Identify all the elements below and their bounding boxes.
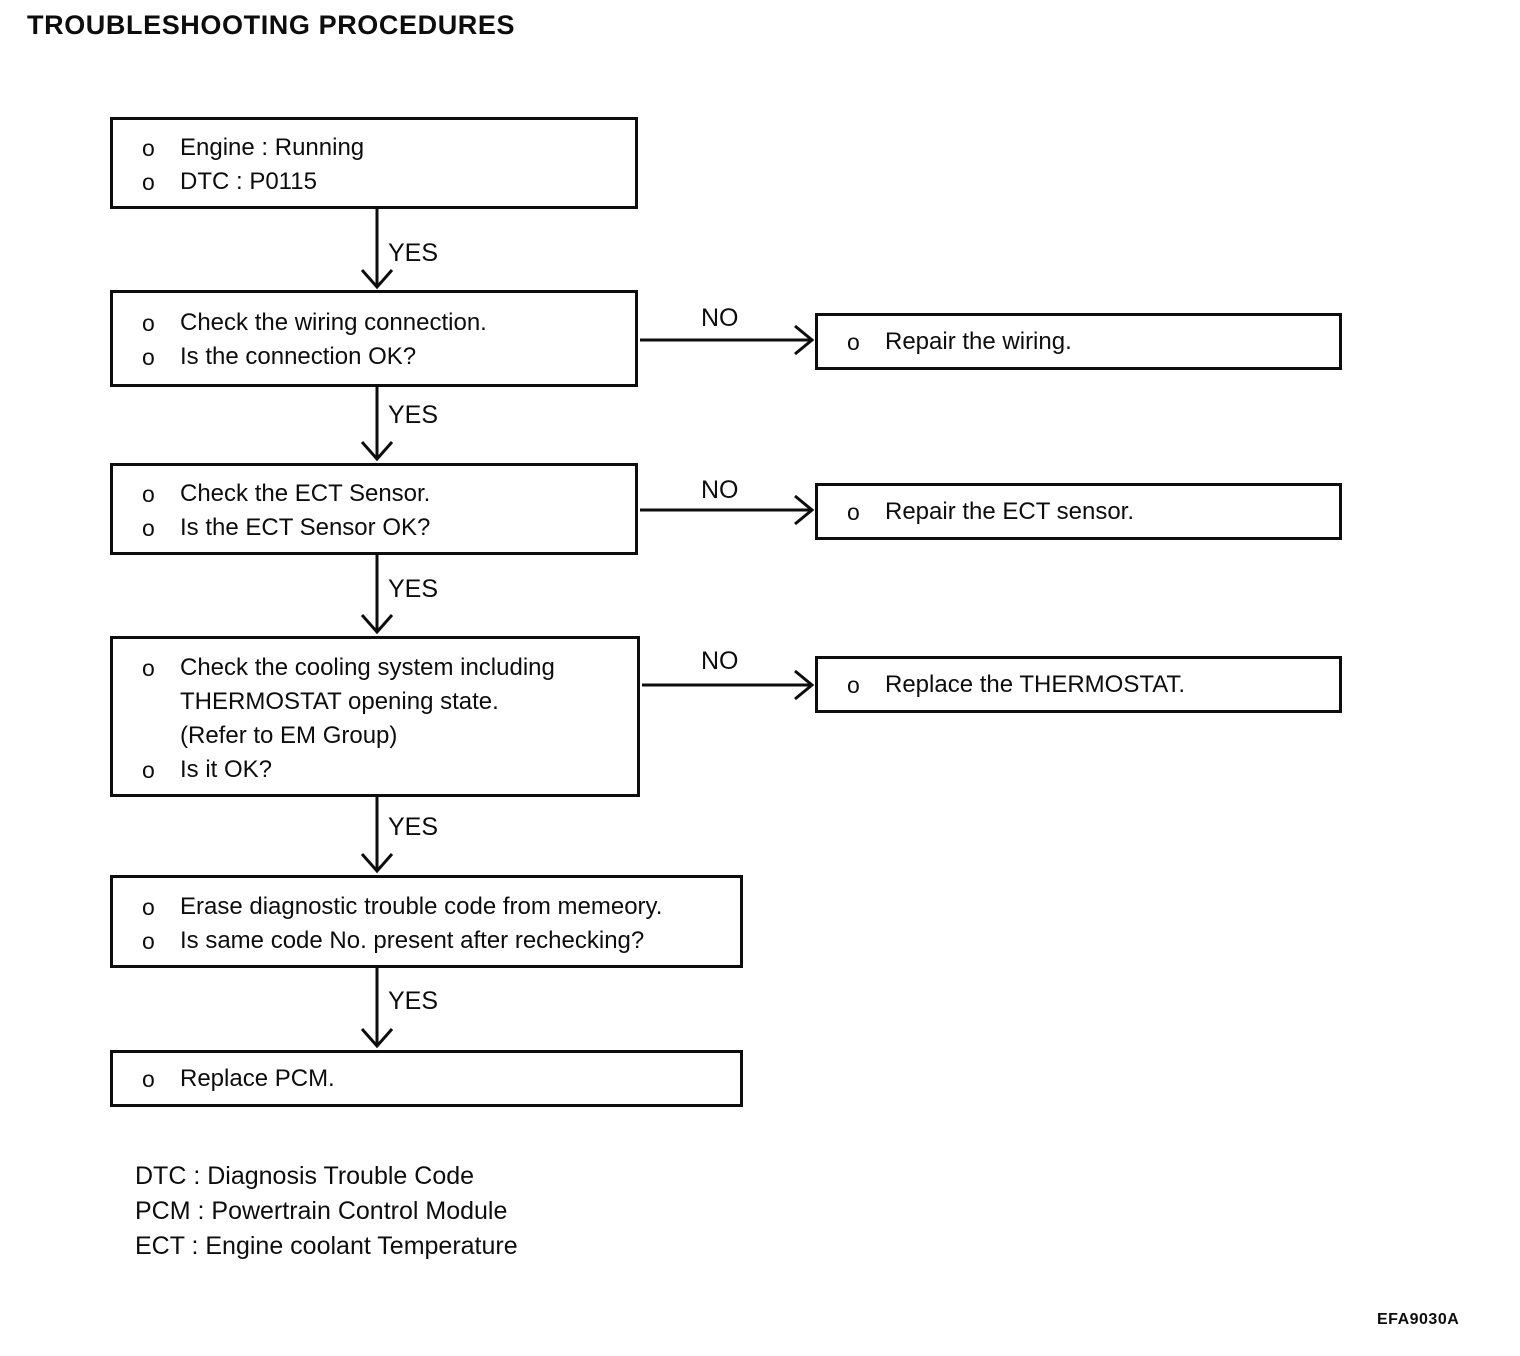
- flow-box-check-cooling: o Check the cooling system including THE…: [110, 636, 640, 797]
- repair-wiring-line: Repair the wiring.: [885, 327, 1072, 355]
- bullet-line: o Is the ECT Sensor OK?: [113, 511, 635, 545]
- bullet-line: o Engine : Running: [113, 131, 635, 165]
- arrow-no-3-head: [794, 669, 815, 701]
- bullet-marker: o: [142, 481, 155, 507]
- flow-box-start: o Engine : Running o DTC : P0115: [110, 117, 638, 209]
- abbreviation-legend: DTC : Diagnosis Trouble Code PCM : Power…: [135, 1159, 518, 1264]
- legend-item-dtc: DTC : Diagnosis Trouble Code: [135, 1162, 475, 1190]
- check-wiring-line-1: Check the wiring connection.: [180, 309, 487, 336]
- check-cooling-line-2: THERMOSTAT opening state.: [180, 688, 499, 715]
- figure-code: EFA9030A: [1377, 1311, 1460, 1328]
- erase-code-line-1: Erase diagnostic trouble code from memeo…: [180, 893, 663, 920]
- check-ect-line-2: Is the ECT Sensor OK?: [180, 514, 431, 541]
- bullet-line: o Is it OK?: [113, 753, 637, 787]
- flow-box-replace-thermostat: o Replace the THERMOSTAT.: [815, 656, 1342, 713]
- arrow-down-2-head: [360, 441, 394, 462]
- flow-box-repair-wiring: o Repair the wiring.: [815, 313, 1342, 370]
- bullet-marker: o: [847, 498, 860, 525]
- replace-pcm-line: Replace PCM.: [180, 1064, 335, 1092]
- flow-box-replace-pcm: o Replace PCM.: [110, 1050, 743, 1107]
- bullet-marker: o: [142, 310, 155, 336]
- yes-label-5: YES: [388, 987, 439, 1016]
- bullet-marker: o: [142, 515, 155, 541]
- bullet-line: o Check the wiring connection.: [113, 306, 635, 340]
- no-label-3: NO: [701, 647, 739, 676]
- arrow-down-3-head: [360, 614, 394, 635]
- arrow-down-4-head: [360, 853, 394, 874]
- flow-box-erase-code: o Erase diagnostic trouble code from mem…: [110, 875, 743, 968]
- bullet-marker: o: [142, 1065, 155, 1092]
- bullet-line: o Is the connection OK?: [113, 340, 635, 374]
- bullet-line: o Repair the wiring.: [818, 325, 1339, 359]
- bullet-line: o Repair the ECT sensor.: [818, 495, 1339, 529]
- check-wiring-line-2: Is the connection OK?: [180, 343, 417, 370]
- start-condition-engine: Engine : Running: [180, 134, 365, 161]
- bullet-marker: o: [142, 135, 155, 161]
- arrow-no-1-head: [794, 324, 815, 356]
- replace-thermostat-line: Replace the THERMOSTAT.: [885, 670, 1186, 698]
- arrow-no-2-head: [794, 494, 815, 526]
- bullet-line: o Replace PCM.: [113, 1062, 740, 1096]
- yes-label-1: YES: [388, 239, 439, 268]
- check-cooling-line-1: Check the cooling system including: [180, 654, 555, 681]
- yes-label-3: YES: [388, 575, 439, 604]
- no-label-2: NO: [701, 476, 739, 505]
- bullet-marker: o: [847, 328, 860, 355]
- check-cooling-line-3: (Refer to EM Group): [180, 722, 398, 749]
- flow-box-check-ect: o Check the ECT Sensor. o Is the ECT Sen…: [110, 463, 638, 555]
- check-cooling-line-4: Is it OK?: [180, 756, 273, 783]
- bullet-marker: o: [142, 344, 155, 370]
- flow-box-check-wiring: o Check the wiring connection. o Is the …: [110, 290, 638, 387]
- bullet-marker: o: [142, 757, 155, 783]
- yes-label-4: YES: [388, 813, 439, 842]
- bullet-marker: o: [142, 928, 155, 954]
- legend-item-ect: ECT : Engine coolant Temperature: [135, 1232, 518, 1260]
- bullet-line: o Replace the THERMOSTAT.: [818, 668, 1339, 702]
- bullet-line: o DTC : P0115: [113, 165, 635, 199]
- bullet-marker: o: [142, 894, 155, 920]
- yes-label-2: YES: [388, 401, 439, 430]
- bullet-line: o Erase diagnostic trouble code from mem…: [113, 890, 740, 924]
- start-condition-dtc: DTC : P0115: [180, 168, 317, 195]
- bullet-line: o Is same code No. present after recheck…: [113, 924, 740, 958]
- check-ect-line-1: Check the ECT Sensor.: [180, 480, 431, 507]
- arrow-down-1-head: [360, 269, 394, 290]
- repair-ect-line: Repair the ECT sensor.: [885, 497, 1135, 525]
- bullet-line: o Check the ECT Sensor.: [113, 477, 635, 511]
- bullet-line: o Check the cooling system including: [113, 651, 637, 685]
- bullet-marker: o: [142, 655, 155, 681]
- arrow-down-5-head: [360, 1028, 394, 1049]
- flow-box-repair-ect: o Repair the ECT sensor.: [815, 483, 1342, 540]
- no-label-1: NO: [701, 304, 739, 333]
- erase-code-line-2: Is same code No. present after recheckin…: [180, 927, 645, 954]
- legend-item-pcm: PCM : Powertrain Control Module: [135, 1197, 508, 1225]
- bullet-marker: o: [847, 671, 860, 698]
- bullet-marker: o: [142, 169, 155, 195]
- page-title: TROUBLESHOOTING PROCEDURES: [27, 10, 516, 40]
